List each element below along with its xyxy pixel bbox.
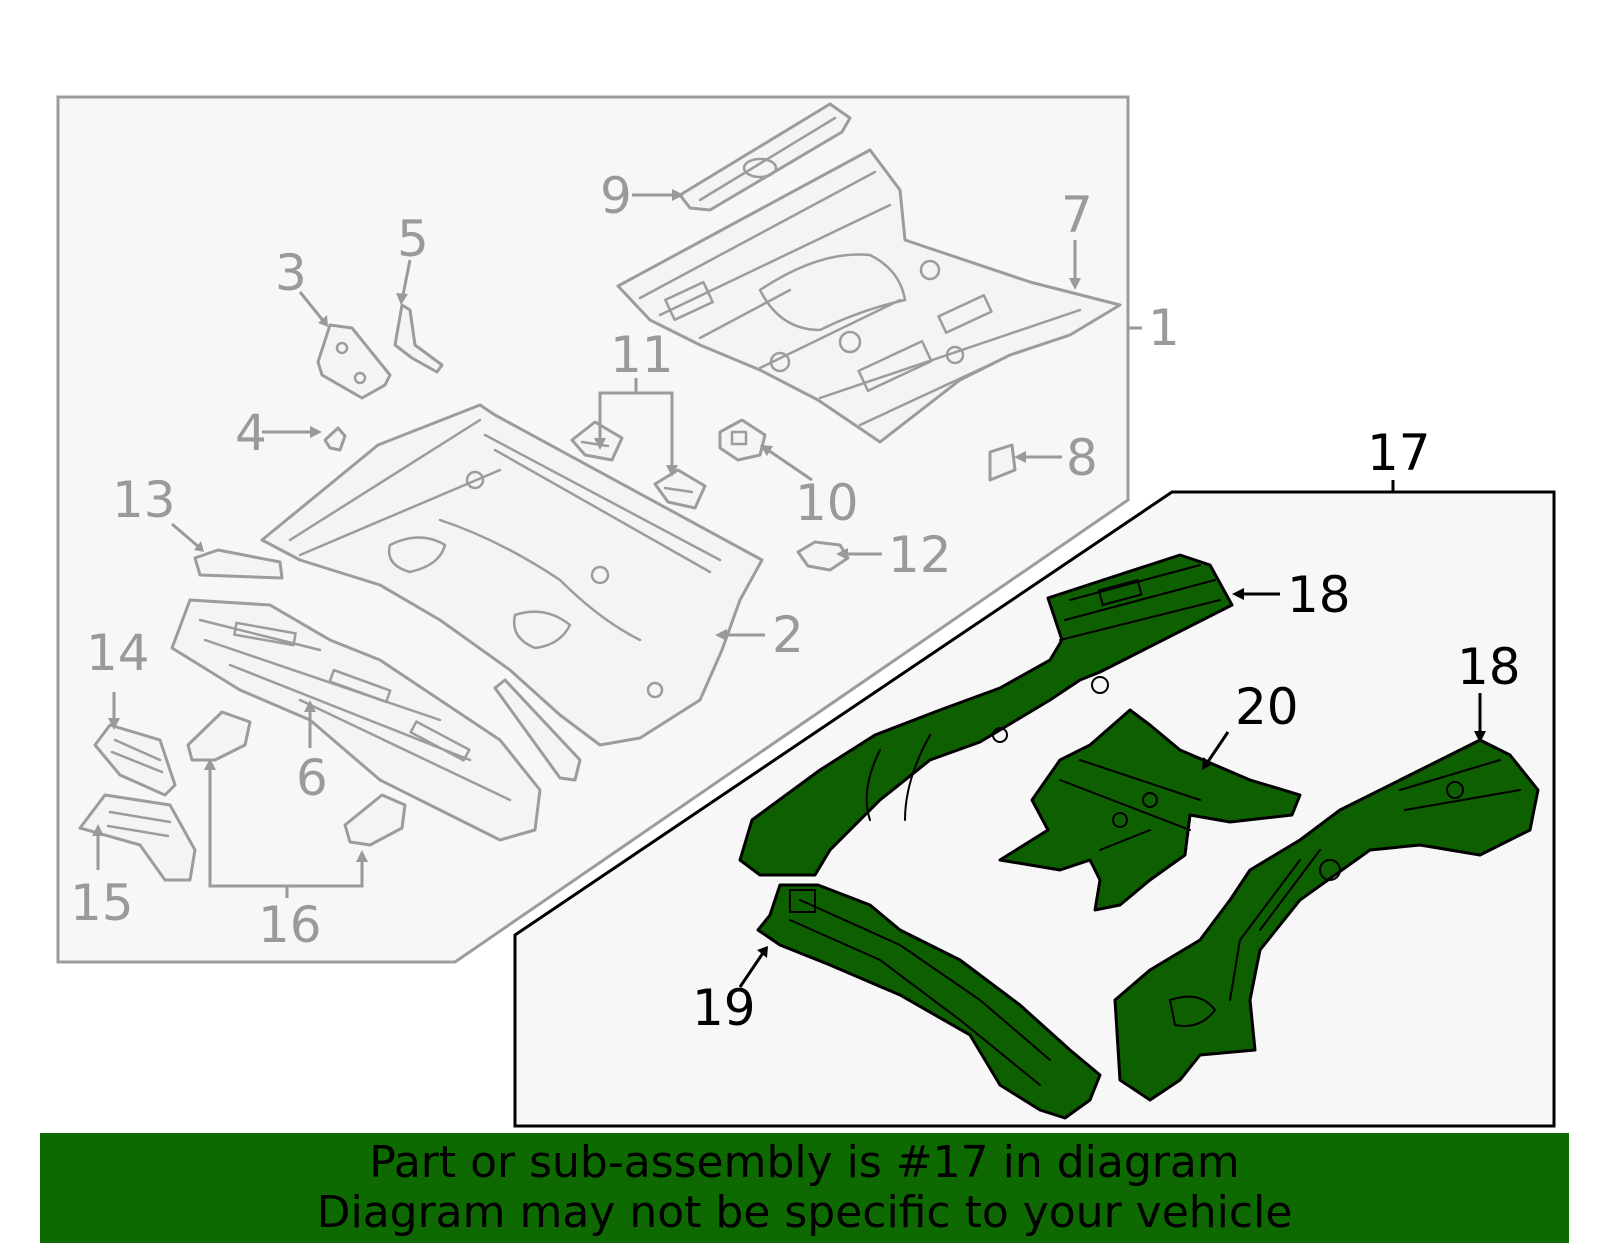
arrowheads-black <box>757 588 1486 958</box>
callout-1: 1 <box>1148 299 1180 357</box>
part-19-front-side-member[interactable] <box>756 883 1102 1120</box>
callout-13: 13 <box>112 471 176 529</box>
callout-14: 14 <box>86 624 150 682</box>
callout-3: 3 <box>275 244 307 302</box>
callout-15: 15 <box>70 874 134 932</box>
part-13-bracket[interactable] <box>193 548 284 580</box>
banner-line-1: Part or sub-assembly is #17 in diagram <box>369 1137 1240 1188</box>
part-16-bracket-right[interactable] <box>343 793 407 847</box>
callout-18a: 18 <box>1287 566 1351 624</box>
callout-11: 11 <box>610 326 674 384</box>
info-banner: Part or sub-assembly is #17 in diagram D… <box>40 1133 1569 1243</box>
callout-2: 2 <box>772 606 804 664</box>
callout-10: 10 <box>795 474 859 532</box>
callout-4: 4 <box>235 404 267 462</box>
part-6-crossmember[interactable] <box>170 598 542 842</box>
callout-19: 19 <box>692 979 756 1037</box>
part-4-clip[interactable] <box>323 426 347 452</box>
part-18-left-side-member[interactable] <box>738 553 1234 877</box>
part-9-reinforcement[interactable] <box>678 102 852 212</box>
callout-12: 12 <box>888 526 952 584</box>
callout-18b: 18 <box>1457 638 1521 696</box>
callout-9: 9 <box>600 167 632 225</box>
arrowheads <box>92 189 1081 862</box>
part-16-bracket-left[interactable] <box>186 710 252 762</box>
group-outline-assembly-17 <box>513 490 1556 1128</box>
part-20-crossmember[interactable] <box>998 708 1302 912</box>
callout-5: 5 <box>397 210 429 268</box>
part-18-right-side-member[interactable] <box>1113 738 1540 1102</box>
part-2-rear-floor-pan[interactable] <box>260 403 764 747</box>
callout-16: 16 <box>258 896 322 954</box>
part-3-bracket[interactable] <box>316 323 392 400</box>
part-10-bracket[interactable] <box>718 418 767 462</box>
part-14-bracket[interactable] <box>93 723 177 797</box>
banner-line-2: Diagram may not be specific to your vehi… <box>316 1187 1293 1238</box>
callout-8: 8 <box>1066 429 1098 487</box>
part-5-bracket[interactable] <box>393 303 444 374</box>
callout-7: 7 <box>1061 186 1093 244</box>
part-8-bracket[interactable] <box>988 443 1017 482</box>
callout-17: 17 <box>1367 424 1431 482</box>
callout-20: 20 <box>1235 678 1299 736</box>
part-2-side-panel[interactable] <box>493 678 582 782</box>
part-1-front-floor-pan[interactable] <box>616 148 1122 444</box>
callout-6: 6 <box>296 749 328 807</box>
part-15-bracket[interactable] <box>78 793 197 882</box>
